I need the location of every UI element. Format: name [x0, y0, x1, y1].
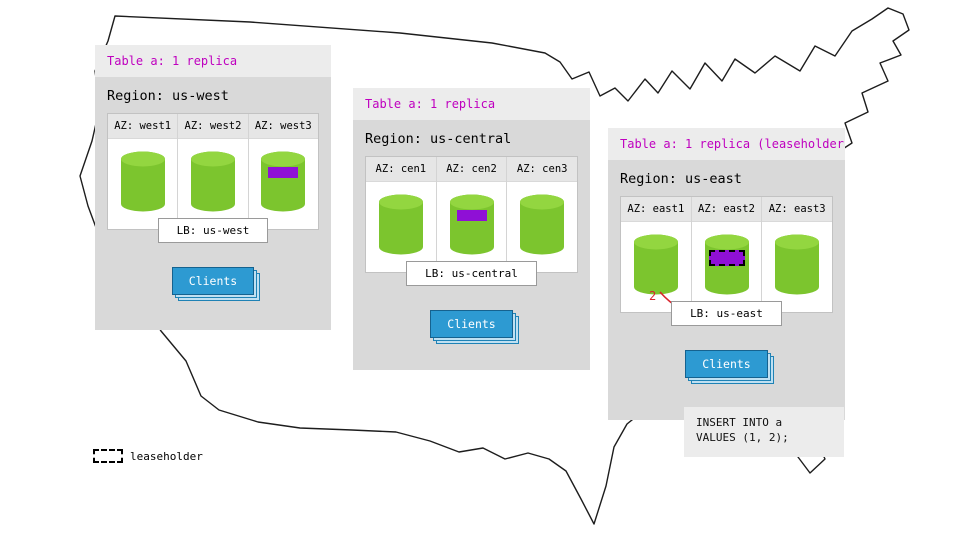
az-body: [507, 182, 577, 272]
legend: leaseholder: [93, 449, 203, 463]
load-balancer: LB: us-west: [157, 218, 269, 243]
az-label: AZ: west3: [248, 114, 318, 139]
sql-line-2: VALUES (1, 2);: [696, 431, 789, 444]
az-label: AZ: east2: [691, 197, 762, 222]
legend-label: leaseholder: [130, 449, 203, 463]
az-label: AZ: cen3: [507, 157, 578, 182]
az-body: [249, 139, 318, 229]
az-body: [437, 182, 507, 272]
az-body: [762, 222, 832, 312]
az-label: AZ: cen2: [436, 157, 507, 182]
database-cylinder-icon: [190, 151, 235, 212]
az-body: [178, 139, 247, 229]
az-body: [366, 182, 436, 272]
load-balancer: LB: us-east: [671, 301, 782, 326]
az-column: AZ: east2: [691, 197, 763, 312]
az-group: AZ: cen1 AZ: cen2: [365, 156, 578, 273]
az-column: AZ: cen3: [507, 157, 578, 272]
sql-line-1: INSERT INTO a: [696, 416, 783, 429]
database-cylinder-icon: [261, 151, 306, 212]
region-title: Region: us-central: [365, 131, 512, 147]
az-label: AZ: west1: [108, 114, 178, 139]
database-cylinder-icon: [120, 151, 165, 212]
sql-statement-note: INSERT INTO a VALUES (1, 2);: [684, 407, 844, 457]
az-column: AZ: east3: [762, 197, 833, 312]
database-cylinder-icon: [633, 234, 678, 295]
az-body: [692, 222, 762, 312]
clients-button: Clients: [430, 310, 513, 338]
database-cylinder-icon: [449, 194, 494, 255]
table-replica-label: Table a: 1 replica: [353, 88, 590, 120]
az-group: AZ: west1 AZ: west2 AZ:: [107, 113, 319, 230]
az-body: [108, 139, 177, 229]
az-column: AZ: cen2: [436, 157, 508, 272]
database-cylinder-icon: [520, 194, 565, 255]
clients-button: Clients: [685, 350, 768, 378]
az-label: AZ: cen1: [366, 157, 436, 182]
table-replica-label: Table a: 1 replica: [95, 45, 331, 77]
az-column: AZ: east1: [621, 197, 692, 312]
clients-button: Clients: [171, 267, 255, 295]
arrow-step-number: 2: [649, 289, 657, 303]
az-label: AZ: west2: [178, 114, 248, 139]
az-group: AZ: east1 AZ: east2: [620, 196, 833, 313]
leaseholder-marker: [708, 250, 745, 266]
region-panel-us-west: Table a: 1 replica Region: us-west AZ: w…: [95, 45, 331, 330]
database-cylinder-icon: [775, 234, 820, 295]
az-column: AZ: west3: [248, 114, 318, 229]
az-column: AZ: west2: [178, 114, 249, 229]
az-label: AZ: east1: [621, 197, 691, 222]
load-balancer: LB: us-central: [406, 261, 537, 286]
az-column: AZ: cen1: [366, 157, 437, 272]
table-replica-label: Table a: 1 replica (leaseholder): [608, 128, 845, 160]
region-panel-us-central: Table a: 1 replica Region: us-central AZ…: [353, 88, 590, 370]
region-title: Region: us-west: [107, 88, 229, 104]
replica-marker: [456, 210, 487, 221]
region-title: Region: us-east: [620, 171, 742, 187]
leaseholder-swatch-icon: [93, 449, 123, 463]
database-cylinder-icon: [378, 194, 423, 255]
region-panel-us-east: Table a: 1 replica (leaseholder) Region:…: [608, 128, 845, 420]
az-label: AZ: east3: [762, 197, 833, 222]
az-body: [621, 222, 691, 312]
replica-marker: [268, 167, 299, 178]
az-column: AZ: west1: [108, 114, 179, 229]
